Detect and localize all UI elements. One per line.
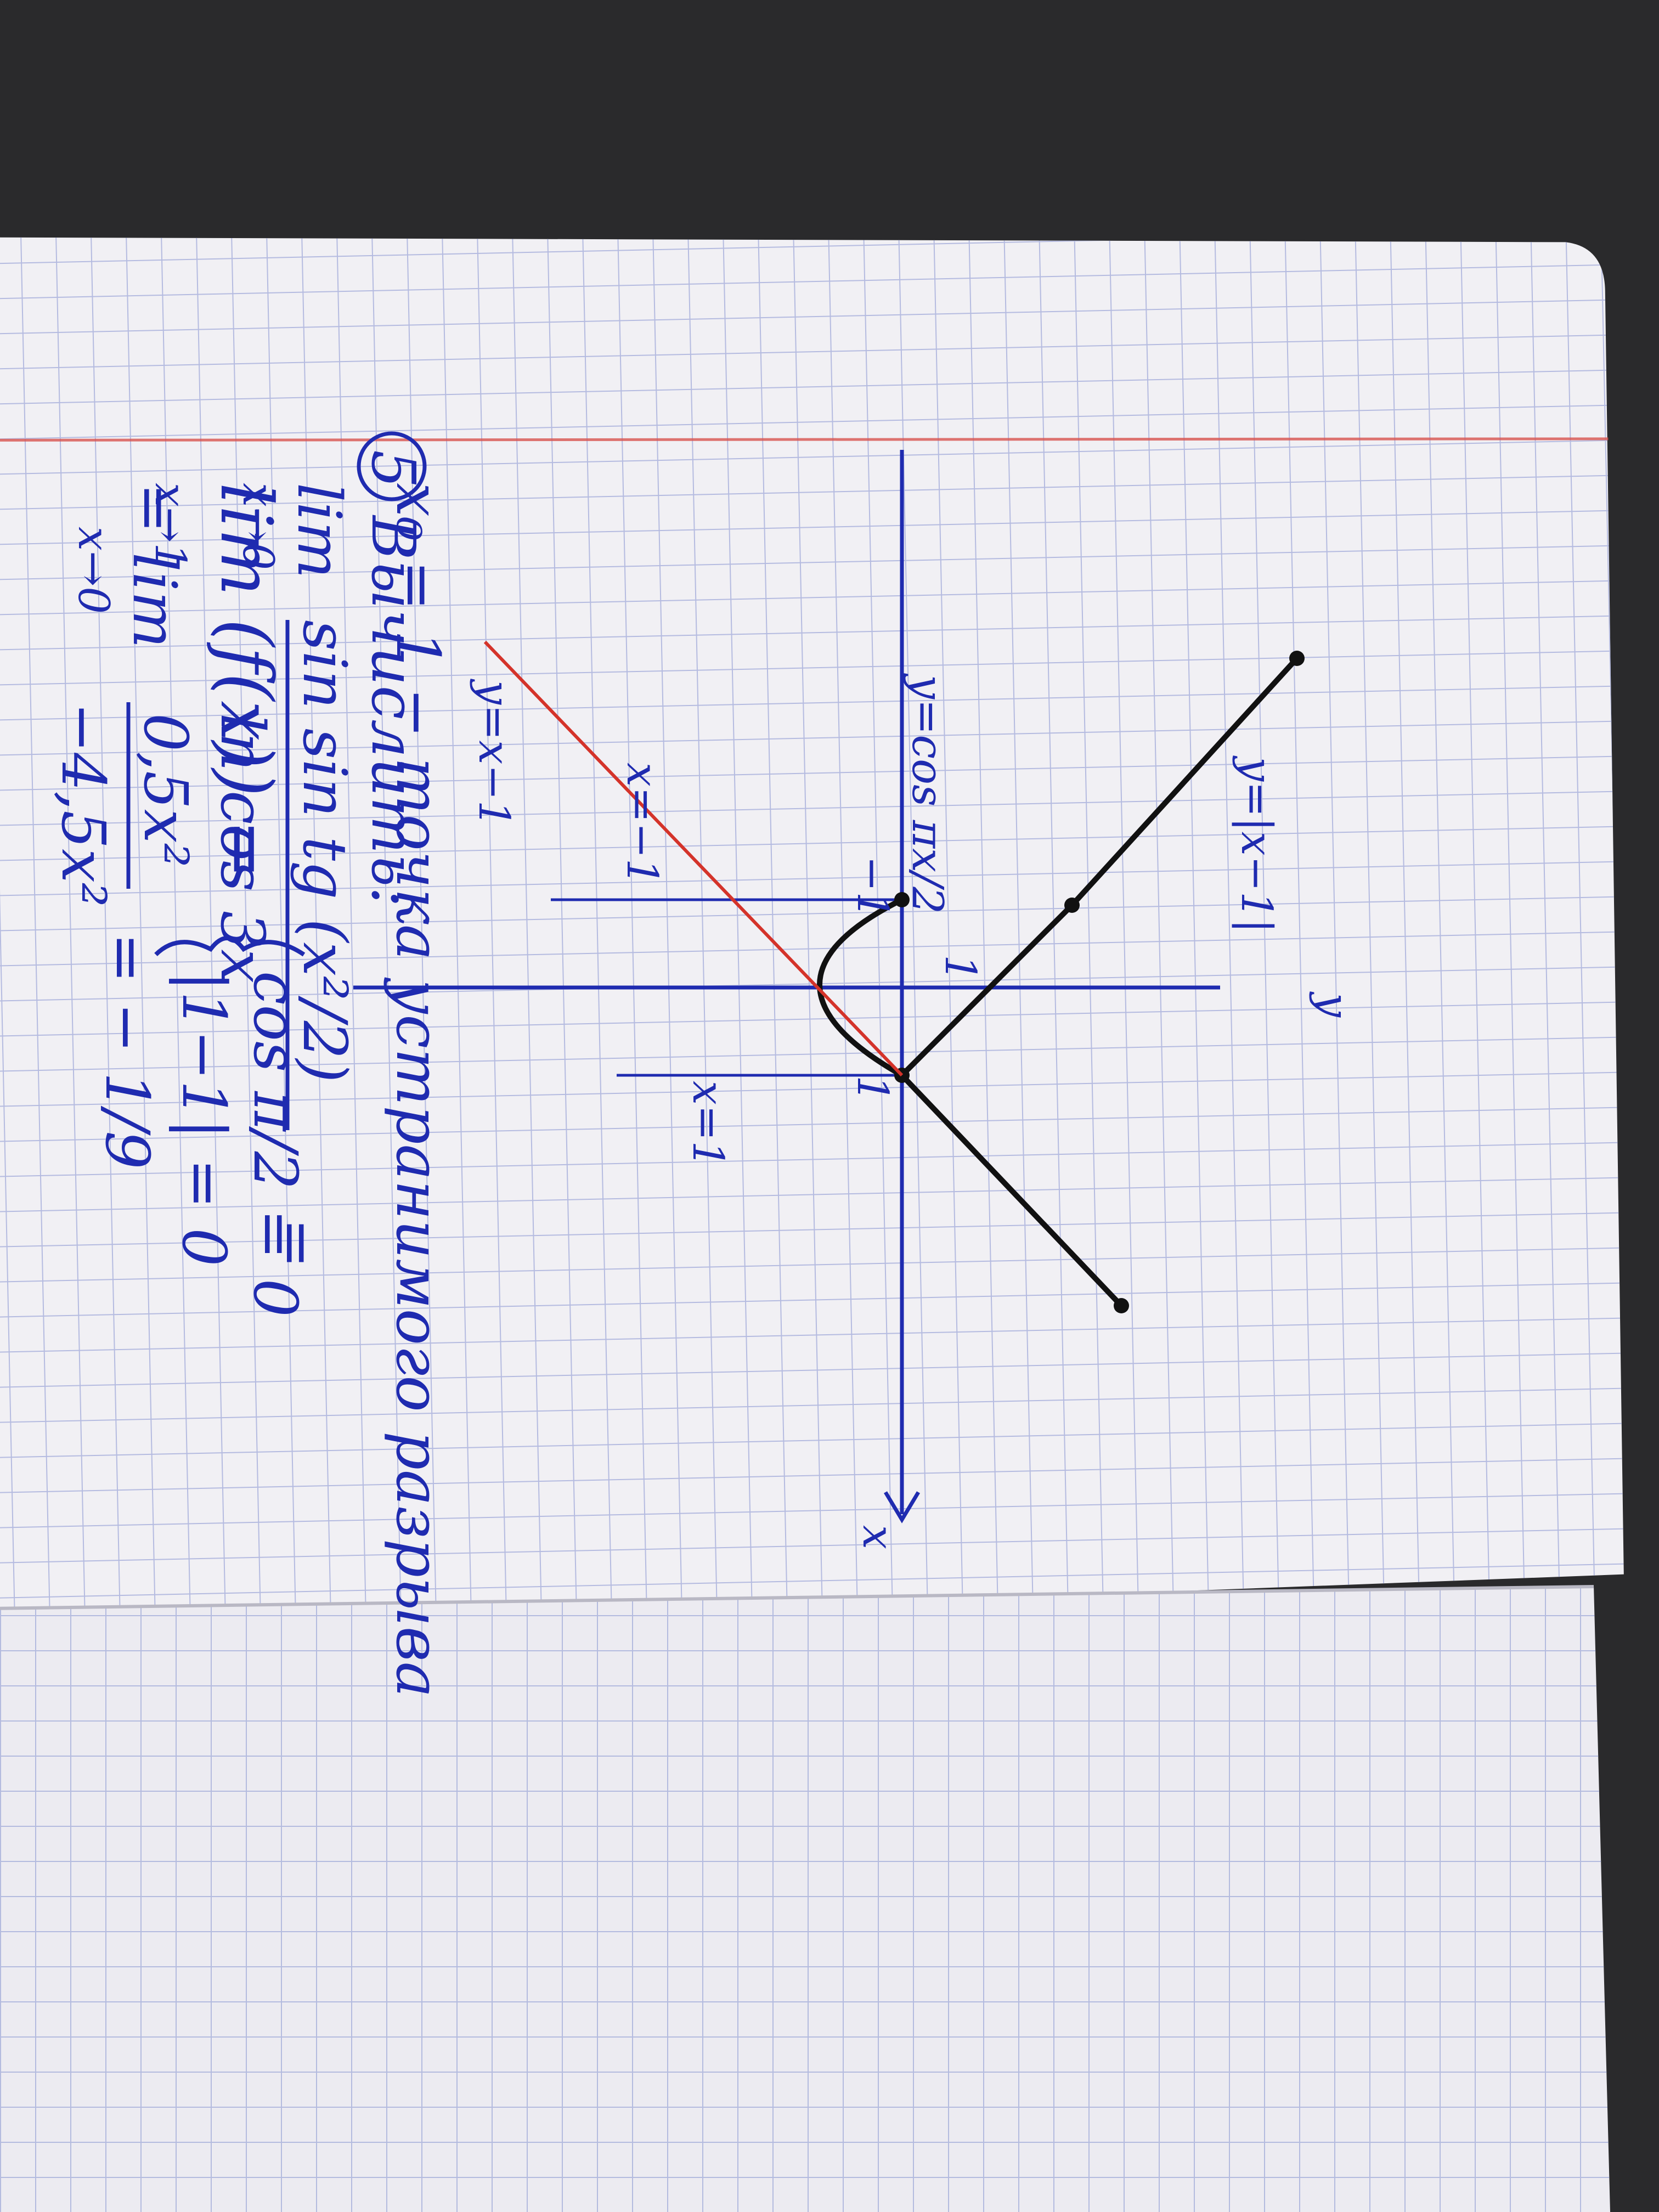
discontinuity-note: x₀ = 1 − точка устранимого разрыва	[383, 483, 453, 1697]
lower-page	[0, 1585, 1610, 2212]
cos-curve	[817, 897, 904, 1078]
x-pos1-label: x=1	[683, 1081, 732, 1168]
case-cos: cos π/2 = 0	[240, 971, 311, 1317]
lim1-sub: x→0	[233, 483, 283, 570]
abs-fn-label: y=|x−1|	[1232, 755, 1281, 933]
cos-fn-label: y=cos πx/2	[902, 673, 952, 914]
handwritten-content: lim (f(x)) = x→1 cos π/2 = 0 |1−1| = 0 x…	[48, 431, 1358, 1697]
lim2-sub: x→0	[69, 527, 118, 614]
red-line	[483, 640, 904, 1077]
tick-one: 1	[935, 955, 985, 982]
task-number: 5	[358, 450, 428, 488]
task-number-circle	[357, 431, 427, 501]
limit-subscript: x→1	[145, 483, 195, 570]
page-fold	[0, 1585, 1594, 1610]
y-axis-label: y	[1308, 991, 1358, 1018]
endpoint-dot	[1289, 651, 1305, 666]
tick-neg-one: −1	[848, 856, 897, 919]
lim1-text: lim	[284, 483, 354, 579]
lim2-denominator: −4,5x²	[48, 702, 119, 907]
lim1-equals: =	[262, 1218, 332, 1268]
task-title: Вычислить:	[358, 515, 428, 907]
case-brace	[154, 936, 306, 957]
x-axis-label: x	[853, 1525, 902, 1549]
lim2-result: = − 1/9	[92, 933, 162, 1169]
tick-pos-one: 1	[848, 1075, 897, 1103]
endpoint-dot	[1064, 898, 1080, 913]
abs-function-curve	[898, 656, 1299, 1308]
x-axis-arrow	[883, 1491, 921, 1523]
lim1-numerator: sin sin tg (x²/2)	[290, 620, 360, 1082]
lim1-denominator: ln cos 3x	[207, 713, 278, 983]
case-abs: |1−1| = 0	[169, 971, 239, 1266]
upper-page	[0, 237, 1624, 1636]
endpoint-dot	[894, 892, 910, 907]
limit-expression: lim (f(x)) =	[205, 483, 288, 879]
line-fn-label: y=x−1	[469, 679, 518, 827]
lim2-numerator: 0,5x²	[131, 713, 201, 867]
endpoint-dot	[1114, 1298, 1129, 1313]
lim2-prefix: = lim	[120, 483, 190, 648]
x-neg1-label: x=−1	[617, 763, 667, 885]
margin-line	[0, 437, 1609, 442]
